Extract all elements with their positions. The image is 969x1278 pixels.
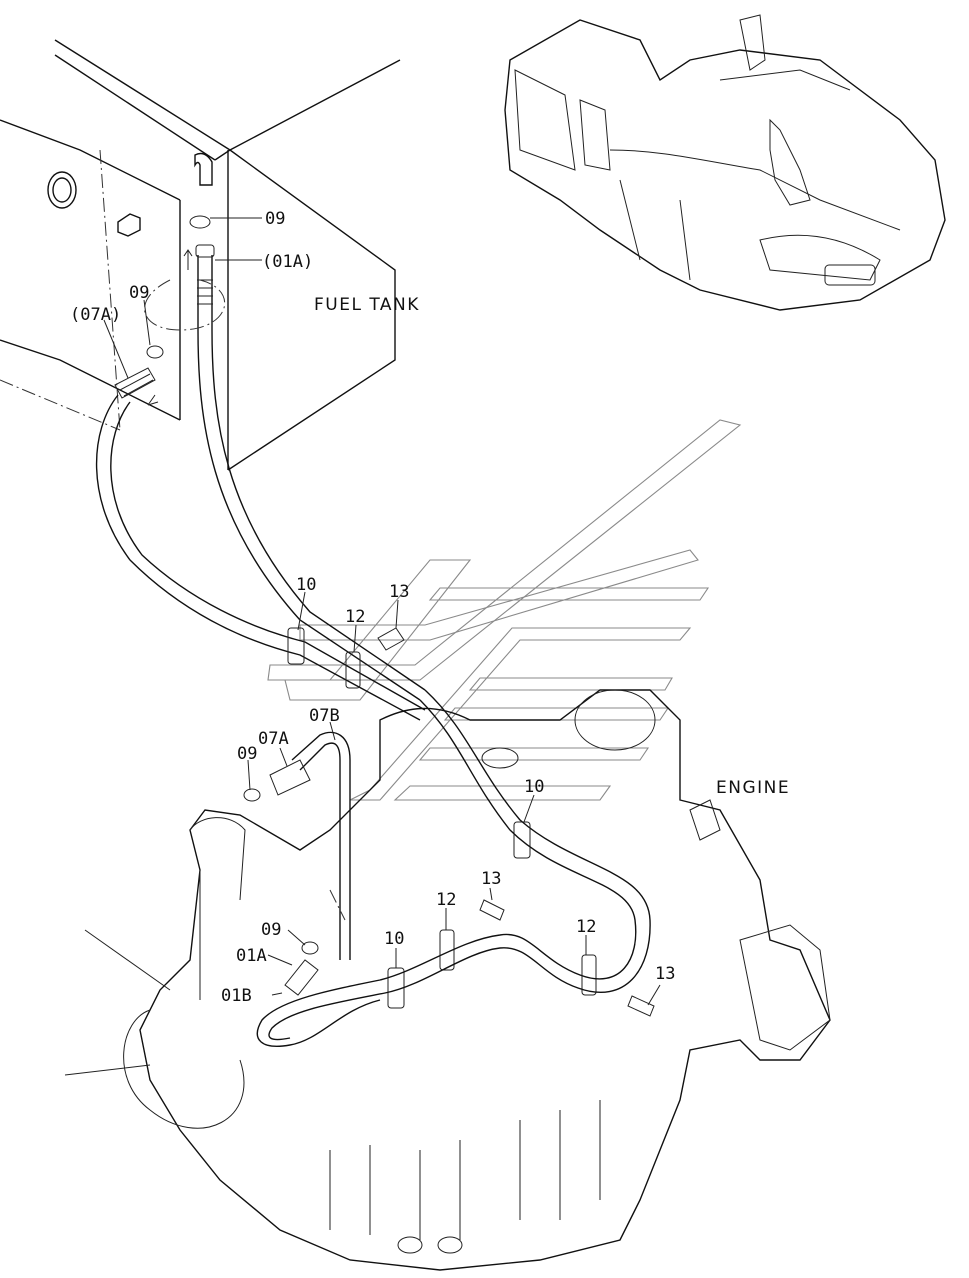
callout-09-low: 09 xyxy=(261,920,281,940)
callout-10-c: 10 xyxy=(384,929,404,949)
callout-07a-bot: 07A xyxy=(258,729,289,749)
callout-01b: 01B xyxy=(221,986,252,1006)
callout-10-a: 10 xyxy=(296,575,316,595)
callout-10-b: 10 xyxy=(524,777,544,797)
engine xyxy=(64,689,831,1271)
fuel-tank xyxy=(0,39,401,471)
callout-09-mid: 09 xyxy=(129,283,149,303)
fuel-hoses-upper xyxy=(95,215,426,721)
excavator-inset xyxy=(504,14,946,311)
callout-01a-low: 01A xyxy=(236,946,267,966)
fuel-tank-label: FUEL TANK xyxy=(314,295,420,315)
watermark-logo xyxy=(267,419,742,801)
callout-12-a: 12 xyxy=(345,607,365,627)
callout-01a-top: (01A) xyxy=(262,252,313,272)
callout-09-bot: 09 xyxy=(237,744,257,764)
callout-07a-top: (07A) xyxy=(70,305,121,325)
callout-12-c: 12 xyxy=(576,917,596,937)
callout-09-top: 09 xyxy=(265,209,285,229)
callout-13-a: 13 xyxy=(389,582,409,602)
callout-07b: 07B xyxy=(309,706,340,726)
hose-clamps xyxy=(287,627,655,1017)
leader-lines xyxy=(103,217,661,1006)
callout-12-b: 12 xyxy=(436,890,456,910)
callout-13-b: 13 xyxy=(481,869,501,889)
callout-13-c: 13 xyxy=(655,964,675,984)
engine-label: ENGINE xyxy=(716,778,790,798)
